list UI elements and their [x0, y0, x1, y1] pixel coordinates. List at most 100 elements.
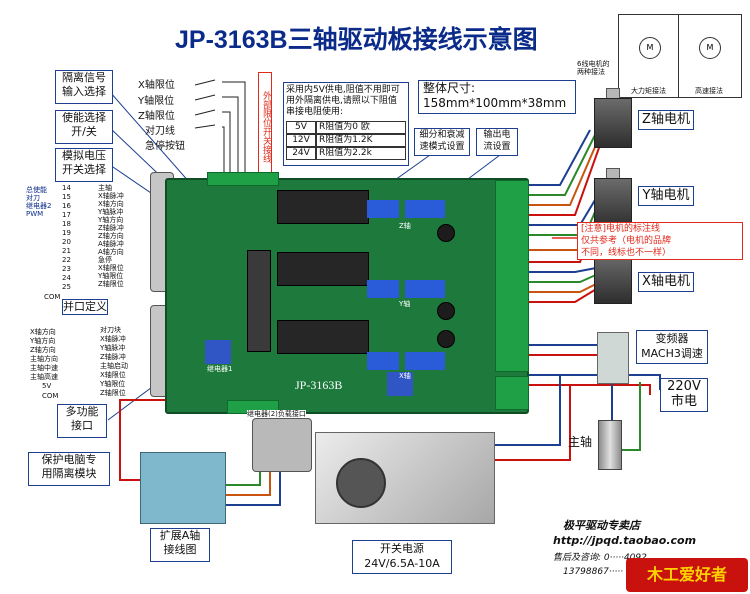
pin-label: Y轴方向	[98, 216, 124, 224]
pin-label: X轴限位	[100, 371, 126, 379]
shop-url: http://jpqd.taobao.com	[553, 534, 697, 547]
page-title: JP-3163B三轴驱动板接线示意图	[175, 26, 538, 54]
size-title: 整体尺寸:	[423, 81, 476, 95]
pin-number: 15	[62, 193, 71, 201]
pin-label: Z轴限位	[98, 280, 124, 288]
db-bottom-left-labels: X轴方向 Y轴方向 Z轴方向 主轴方向 主轴中速 主轴高速	[30, 328, 58, 382]
protect-module-box: 保护电脑专 用隔离模块	[28, 452, 110, 486]
voltage-value: 12V	[286, 134, 316, 147]
pin-label: 主轴中速	[30, 364, 58, 372]
optocoupler-array	[247, 250, 271, 352]
z-motor-label: Z轴电机	[642, 112, 690, 127]
db-top-pins: 14 15 16 17 18 19 20 21 22 23 24 25	[62, 184, 71, 292]
isolation-module	[140, 452, 226, 524]
spindle-label: 主轴	[568, 435, 593, 449]
microstep-label: 细分和衰减 速模式设置	[419, 130, 465, 152]
pin-label: X轴方向	[30, 328, 56, 336]
isolation-select-box: 隔离信号 输入选择	[55, 70, 113, 104]
capacitor	[437, 302, 455, 320]
pin-label: 对刀块	[100, 326, 121, 334]
db-top-right-labels: 主轴 X轴脉冲 X轴方向 Y轴脉冲 Y轴方向 Z轴脉冲 Z轴方向 A轴脉冲 A轴…	[98, 184, 124, 288]
pin-label: 主轴	[98, 184, 112, 192]
phone-text: 13798867·····	[563, 567, 624, 577]
multi-label: 多功能 接口	[65, 405, 99, 432]
motor-symbol-icon: M	[699, 37, 721, 59]
db-top-left-labels: 总使能 对刀 继电器2 PWM	[26, 186, 51, 218]
pin-label: X轴脉冲	[100, 335, 126, 343]
size-box: 整体尺寸: 158mm*100mm*38mm	[418, 80, 576, 114]
pin-label: Z轴方向	[30, 346, 56, 354]
enable-label: 使能选择 开/关	[62, 111, 106, 138]
pin-number: 17	[62, 211, 71, 219]
port-def-label: 并口定义	[63, 300, 107, 313]
enable-select-box: 使能选择 开/关	[55, 110, 113, 144]
expand-label: 扩展A轴 接线图	[159, 529, 201, 556]
motor-note: [注意]电机的标注线 仅共参考（电机的品牌 不同，线标也不一样）	[581, 224, 672, 258]
mains-label-box: 220V 市电	[660, 378, 708, 412]
power-terminal-block	[495, 376, 529, 410]
pin-label: X轴脉冲	[98, 192, 124, 200]
analog-label: 模拟电压 开关选择	[62, 149, 106, 176]
pin-label: Y轴脉冲	[98, 208, 124, 216]
pin-label: Y轴限位	[98, 272, 124, 280]
dip-switch-z[interactable]	[367, 200, 399, 218]
psu-label: 开关电源 24V/6.5A-10A	[364, 542, 440, 570]
relay-2	[387, 372, 413, 396]
analog-select-box: 模拟电压 开关选择	[55, 148, 113, 182]
inverter-label-box: 变频器 MACH3调速	[636, 330, 708, 364]
driver-chip-y	[277, 252, 369, 286]
pin-label: 主轴高速	[30, 373, 58, 381]
current-box: 输出电 流设置	[476, 128, 518, 156]
pin-number: 23	[62, 265, 71, 273]
current-label: 输出电 流设置	[483, 130, 511, 152]
expand-a-box: 扩展A轴 接线图	[150, 528, 210, 562]
limit-y-label: Y轴限位	[138, 96, 175, 107]
tool-setter-label: 对刀线	[145, 126, 175, 137]
limit-x-label: X轴限位	[138, 80, 175, 91]
pin-label: Y轴方向	[30, 337, 56, 345]
microstep-box: 细分和衰减 速模式设置	[414, 128, 470, 156]
com-label-bottom: COM	[42, 392, 59, 400]
limit-z-label: Z轴限位	[138, 111, 175, 122]
logo-text: 木工爱好者	[646, 565, 727, 584]
inverter-label: 变频器 MACH3调速	[641, 332, 703, 360]
big-torque-diagram: M 大力矩接法	[618, 14, 680, 98]
big-torque-label: 大力矩接法	[631, 87, 666, 95]
high-speed-diagram: M 高速接法	[678, 14, 742, 98]
dip-switch-y2[interactable]	[405, 280, 445, 298]
spindle-motor	[598, 420, 622, 470]
pin-label: PWM	[26, 210, 44, 218]
v5-label: 5V	[42, 382, 52, 390]
resistor-value: R阻值为0 欧	[316, 121, 406, 134]
driver-board: JP-3163B 继电器1 Z轴 Y轴 X轴	[165, 172, 529, 414]
z-axis-board-label: Z轴	[399, 222, 411, 230]
pin-label: X轴方向	[98, 200, 124, 208]
dip-switch-y[interactable]	[367, 280, 399, 298]
motor-wires	[525, 129, 601, 303]
pin-label: 对刀	[26, 194, 40, 202]
after-sales-text: 售后及咨询: 0·····4092	[553, 553, 647, 563]
pin-number: 16	[62, 202, 71, 210]
dip-switch-z2[interactable]	[405, 200, 445, 218]
x-motor-label: X轴电机	[642, 274, 690, 289]
y-motor-label: Y轴电机	[642, 188, 690, 203]
isolation-label: 隔离信号 输入选择	[62, 71, 106, 98]
pin-label: 总使能	[26, 186, 47, 194]
dip-switch-x2[interactable]	[405, 352, 445, 370]
board-model-label: JP-3163B	[295, 378, 343, 392]
pin-label: A轴方向	[98, 248, 124, 256]
relay1-label: 继电器1	[207, 365, 233, 373]
supply-note-text: 采用内5V供电,阻值不用即可 用外隔离供电,请照以下阻值 串接电阻使用:	[286, 85, 400, 117]
x-motor-label-box: X轴电机	[638, 272, 694, 292]
y-motor-label-box: Y轴电机	[638, 186, 694, 206]
pin-number: 19	[62, 229, 71, 237]
fan-icon	[336, 458, 386, 508]
motor-symbol-icon: M	[639, 37, 661, 59]
dip-switch-x[interactable]	[367, 352, 399, 370]
relay-1	[205, 340, 231, 364]
capacitor	[437, 330, 455, 348]
y-axis-board-label: Y轴	[399, 300, 411, 308]
